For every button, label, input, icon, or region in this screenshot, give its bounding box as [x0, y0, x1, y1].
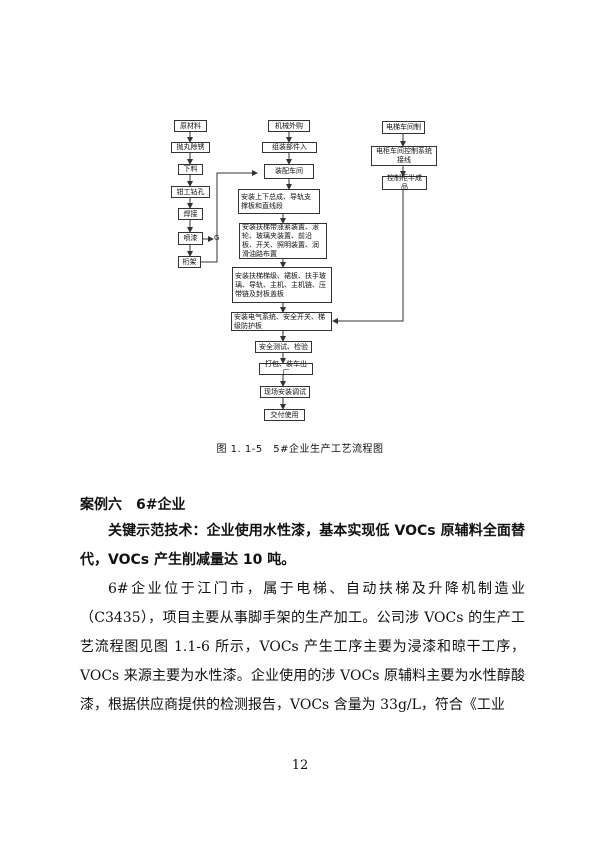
flow-box-assembly-workshop: 装配车间: [264, 164, 314, 179]
flow-box-component-storage: 组装部件入: [262, 142, 317, 153]
flow-step-install-chassis: 安装上下总成、导轨支撑板和直线段: [238, 189, 320, 214]
page-number: 12: [291, 758, 309, 773]
flow-step-packing: 打包、装车出厂: [259, 360, 313, 377]
figure-caption: 图 1. 1-5 5#企业生产工艺流程图: [216, 444, 384, 455]
flow-step-install-steps: 安装扶梯梯级、裙板、扶手玻璃、导轨、主机、主机链、压带链及封板盖板: [232, 267, 332, 303]
flow-box-control-wiring: 电柜车间控制系统接线: [371, 146, 437, 166]
flow-step-safety-test: 安全测试、检验: [255, 341, 312, 353]
flow-box-welding: 焊接: [178, 208, 203, 220]
flow-step-install-electrical: 安装电气系统、安全开关、梯级防护板: [231, 312, 332, 331]
flow-box-purchased-parts: 机械外购: [268, 120, 310, 132]
flow-box-control-cabinet: 控制柜半成品: [382, 174, 427, 191]
flow-step-delivery: 交付使用: [264, 409, 305, 421]
body-paragraph: 6#企业位于江门市，属于电梯、自动扶梯及升降机制造业（C3435），项目主要从事…: [80, 581, 525, 713]
key-technology-paragraph: 关键示范技术：企业使用水性漆，基本实现低 VOCs 原辅料全面替代，VOCs 产…: [80, 523, 525, 568]
flow-box-cutting: 下料: [178, 164, 203, 175]
flow-box-elevator-workshop: 电梯车间制: [382, 121, 425, 134]
case-heading: 案例六 6#企业: [80, 497, 186, 513]
flow-box-spray-paint: 喷漆: [178, 232, 203, 245]
flow-box-truss: 桁架: [178, 256, 201, 268]
flow-box-drilling: 钳工钻孔: [171, 186, 210, 198]
flow-box-shot-blasting: 抛丸除锈: [171, 142, 210, 153]
flow-step-install-tensioner: 安装扶梯带涨紧装置、滚轮、玻璃夹装置、前沿板、开关、照明装置、润滑油路布置: [239, 223, 327, 259]
flowchart-connectors: [187, 132, 406, 410]
flow-box-raw-material: 原材料: [174, 120, 207, 132]
flow-emission-label: G: [214, 234, 220, 242]
process-flowchart: 原材料 抛丸除锈 下料 钳工钻孔 焊接 喷漆 桁架 G 机械外购 组装部件入 装…: [171, 120, 437, 421]
flow-step-site-install: 现场安装调试: [260, 386, 310, 398]
